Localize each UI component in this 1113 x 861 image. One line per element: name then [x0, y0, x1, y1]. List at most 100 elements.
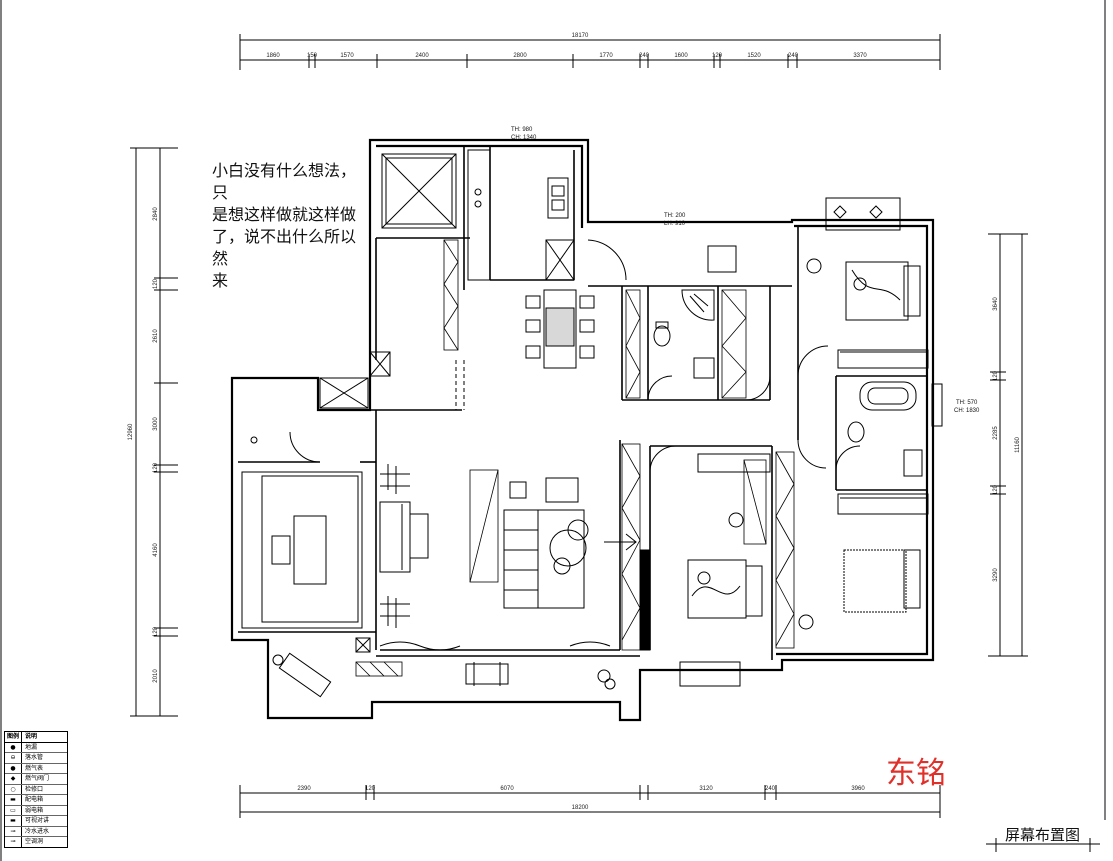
- legend-header-symbol: 图例: [5, 732, 22, 742]
- left-dimension-label: 2610: [153, 329, 159, 343]
- right-dimension-label: 120: [993, 370, 999, 381]
- legend-symbol-icon: ⊖: [5, 753, 22, 763]
- corridor-tag-1: TH: 200: [664, 213, 686, 219]
- balcony: [272, 652, 616, 698]
- legend-row: ○检修口: [5, 784, 67, 795]
- legend-symbol-icon: ▬: [5, 795, 22, 805]
- sheet-title-line: [986, 838, 1100, 852]
- legend-row: ▬配电箱: [5, 795, 67, 806]
- legend-symbol-icon: ⊸: [5, 837, 22, 847]
- top-dimension-label: 1570: [340, 53, 354, 59]
- top-dimension-label: 1860: [266, 53, 280, 59]
- left-dimension-label: 4160: [153, 543, 159, 557]
- legend-label: 弱电箱: [25, 806, 44, 814]
- kitchen: [467, 149, 627, 281]
- top-dimension-label: 150: [307, 53, 318, 59]
- bathroom-small: [647, 245, 771, 401]
- legend-label: 落水管: [25, 754, 44, 761]
- legend-label: 地漏: [25, 743, 38, 751]
- left-dimension-label: 3000: [153, 417, 159, 431]
- top-dimension-label: 3370: [853, 53, 867, 59]
- bottom-dimension-label: 2390: [297, 786, 311, 792]
- note-line: 是想这样做就这样做: [212, 205, 357, 224]
- left-dimension-label: 2010: [153, 669, 159, 683]
- opening-lines: [455, 360, 465, 410]
- living-room: [379, 464, 637, 651]
- bottom-dimension-label: 3960: [851, 786, 865, 792]
- top-dimension-label: 1770: [599, 53, 613, 59]
- black-partition: [639, 549, 651, 651]
- legend-label: 配电箱: [25, 796, 44, 803]
- top-dimension-label: 1520: [747, 53, 761, 59]
- left-total-dimension: 12960: [128, 423, 134, 440]
- legend-row: ●燃气表: [5, 763, 67, 774]
- top-dimension: [239, 34, 941, 70]
- bedroom-2: [797, 439, 929, 630]
- brand-mark: 东铭: [886, 756, 946, 791]
- right-dimension-label: 120: [993, 484, 999, 495]
- legend-label: 空调洞: [25, 838, 44, 845]
- top-total-dimension: 18170: [572, 33, 589, 39]
- right-dimension-label: 3290: [993, 568, 999, 582]
- bottom-dimension-label: 3120: [699, 786, 713, 792]
- top-dimension-label: 240: [639, 53, 650, 59]
- legend-label: 燃气表: [25, 764, 44, 772]
- left-dimension: [130, 147, 178, 717]
- legend-symbol-icon: ⊸: [5, 826, 22, 836]
- top-dimension-label: 120: [712, 53, 723, 59]
- legend-label: 可视对讲: [25, 817, 50, 824]
- bath-tag-2: CH: 1830: [954, 408, 980, 414]
- legend-row: ⊸冷水进水: [5, 826, 67, 837]
- legend-label: 冷水进水: [25, 827, 50, 835]
- legend-header-label: 说明: [25, 733, 38, 740]
- legend-row: ◆燃气阀门: [5, 774, 67, 785]
- right-dimension-label: 2285: [993, 426, 999, 440]
- kitchen-tag-2: CH: 1340: [511, 135, 537, 141]
- master-bedroom: [797, 197, 929, 377]
- bottom-total-dimension: 18200: [572, 805, 589, 811]
- left-dimension-label: 120: [153, 278, 159, 289]
- top-dimension-label: 240: [788, 53, 799, 59]
- legend-symbol-icon: ◆: [5, 774, 22, 784]
- legend-symbol-icon: ▭: [5, 805, 22, 815]
- legend-symbol-icon: ○: [5, 784, 22, 794]
- top-dimension-label: 2800: [513, 53, 527, 59]
- bottom-dimension-label: 240: [765, 786, 776, 792]
- right-total-dimension: 11160: [1015, 436, 1021, 452]
- legend-symbol-icon: ●: [5, 763, 22, 773]
- legend-row: ⊖落水管: [5, 753, 67, 764]
- exterior-walls: [230, 138, 935, 722]
- legend-symbol-icon: ▬: [5, 816, 22, 826]
- dining-table: [525, 289, 595, 369]
- corridor-tag-2: LH: 910: [664, 221, 686, 227]
- master-bath: [835, 381, 943, 477]
- study-room: [241, 431, 363, 629]
- legend-row: ●地漏: [5, 742, 67, 753]
- legend-symbol-icon: ●: [5, 742, 22, 752]
- legend-row: ▬可视对讲: [5, 816, 67, 827]
- interior-walls: [238, 146, 928, 660]
- top-dimension-label: 1600: [674, 53, 688, 59]
- designer-note: 小白没有什么想法，只 是想这样做就这样做 了，说不出什么所以然 来: [212, 160, 362, 292]
- left-dimension-label: 120: [153, 462, 159, 473]
- top-dimension-label: 2400: [415, 53, 429, 59]
- left-dimension-label: 2840: [153, 207, 159, 221]
- legend-row: ⊸空调洞: [5, 837, 67, 847]
- kitchen-tag-1: TH: 980: [511, 127, 533, 133]
- right-dimension: [988, 233, 1028, 657]
- legend-label: 燃气阀门: [25, 775, 50, 782]
- bottom-dimension-label: 6070: [500, 786, 514, 792]
- bath-tag-1: TH: 570: [956, 400, 978, 406]
- note-line: 来: [212, 271, 229, 290]
- legend-header: 图例 说明: [5, 732, 67, 743]
- note-line: 了，说不出什么所以然: [212, 227, 357, 268]
- legend-table: 图例 说明 ●地漏⊖落水管●燃气表◆燃气阀门○检修口▬配电箱▭弱电箱▬可视对讲⊸…: [4, 731, 68, 848]
- sheet-title: 屏幕布置图: [1005, 826, 1081, 844]
- right-dimension-label: 3640: [993, 297, 999, 311]
- bottom-dimension-label: 120: [365, 786, 376, 792]
- cabinets: [355, 239, 795, 677]
- left-dimension-label: 120: [153, 626, 159, 637]
- duct-shaft: [319, 351, 391, 653]
- note-line: 小白没有什么想法，只: [212, 161, 357, 202]
